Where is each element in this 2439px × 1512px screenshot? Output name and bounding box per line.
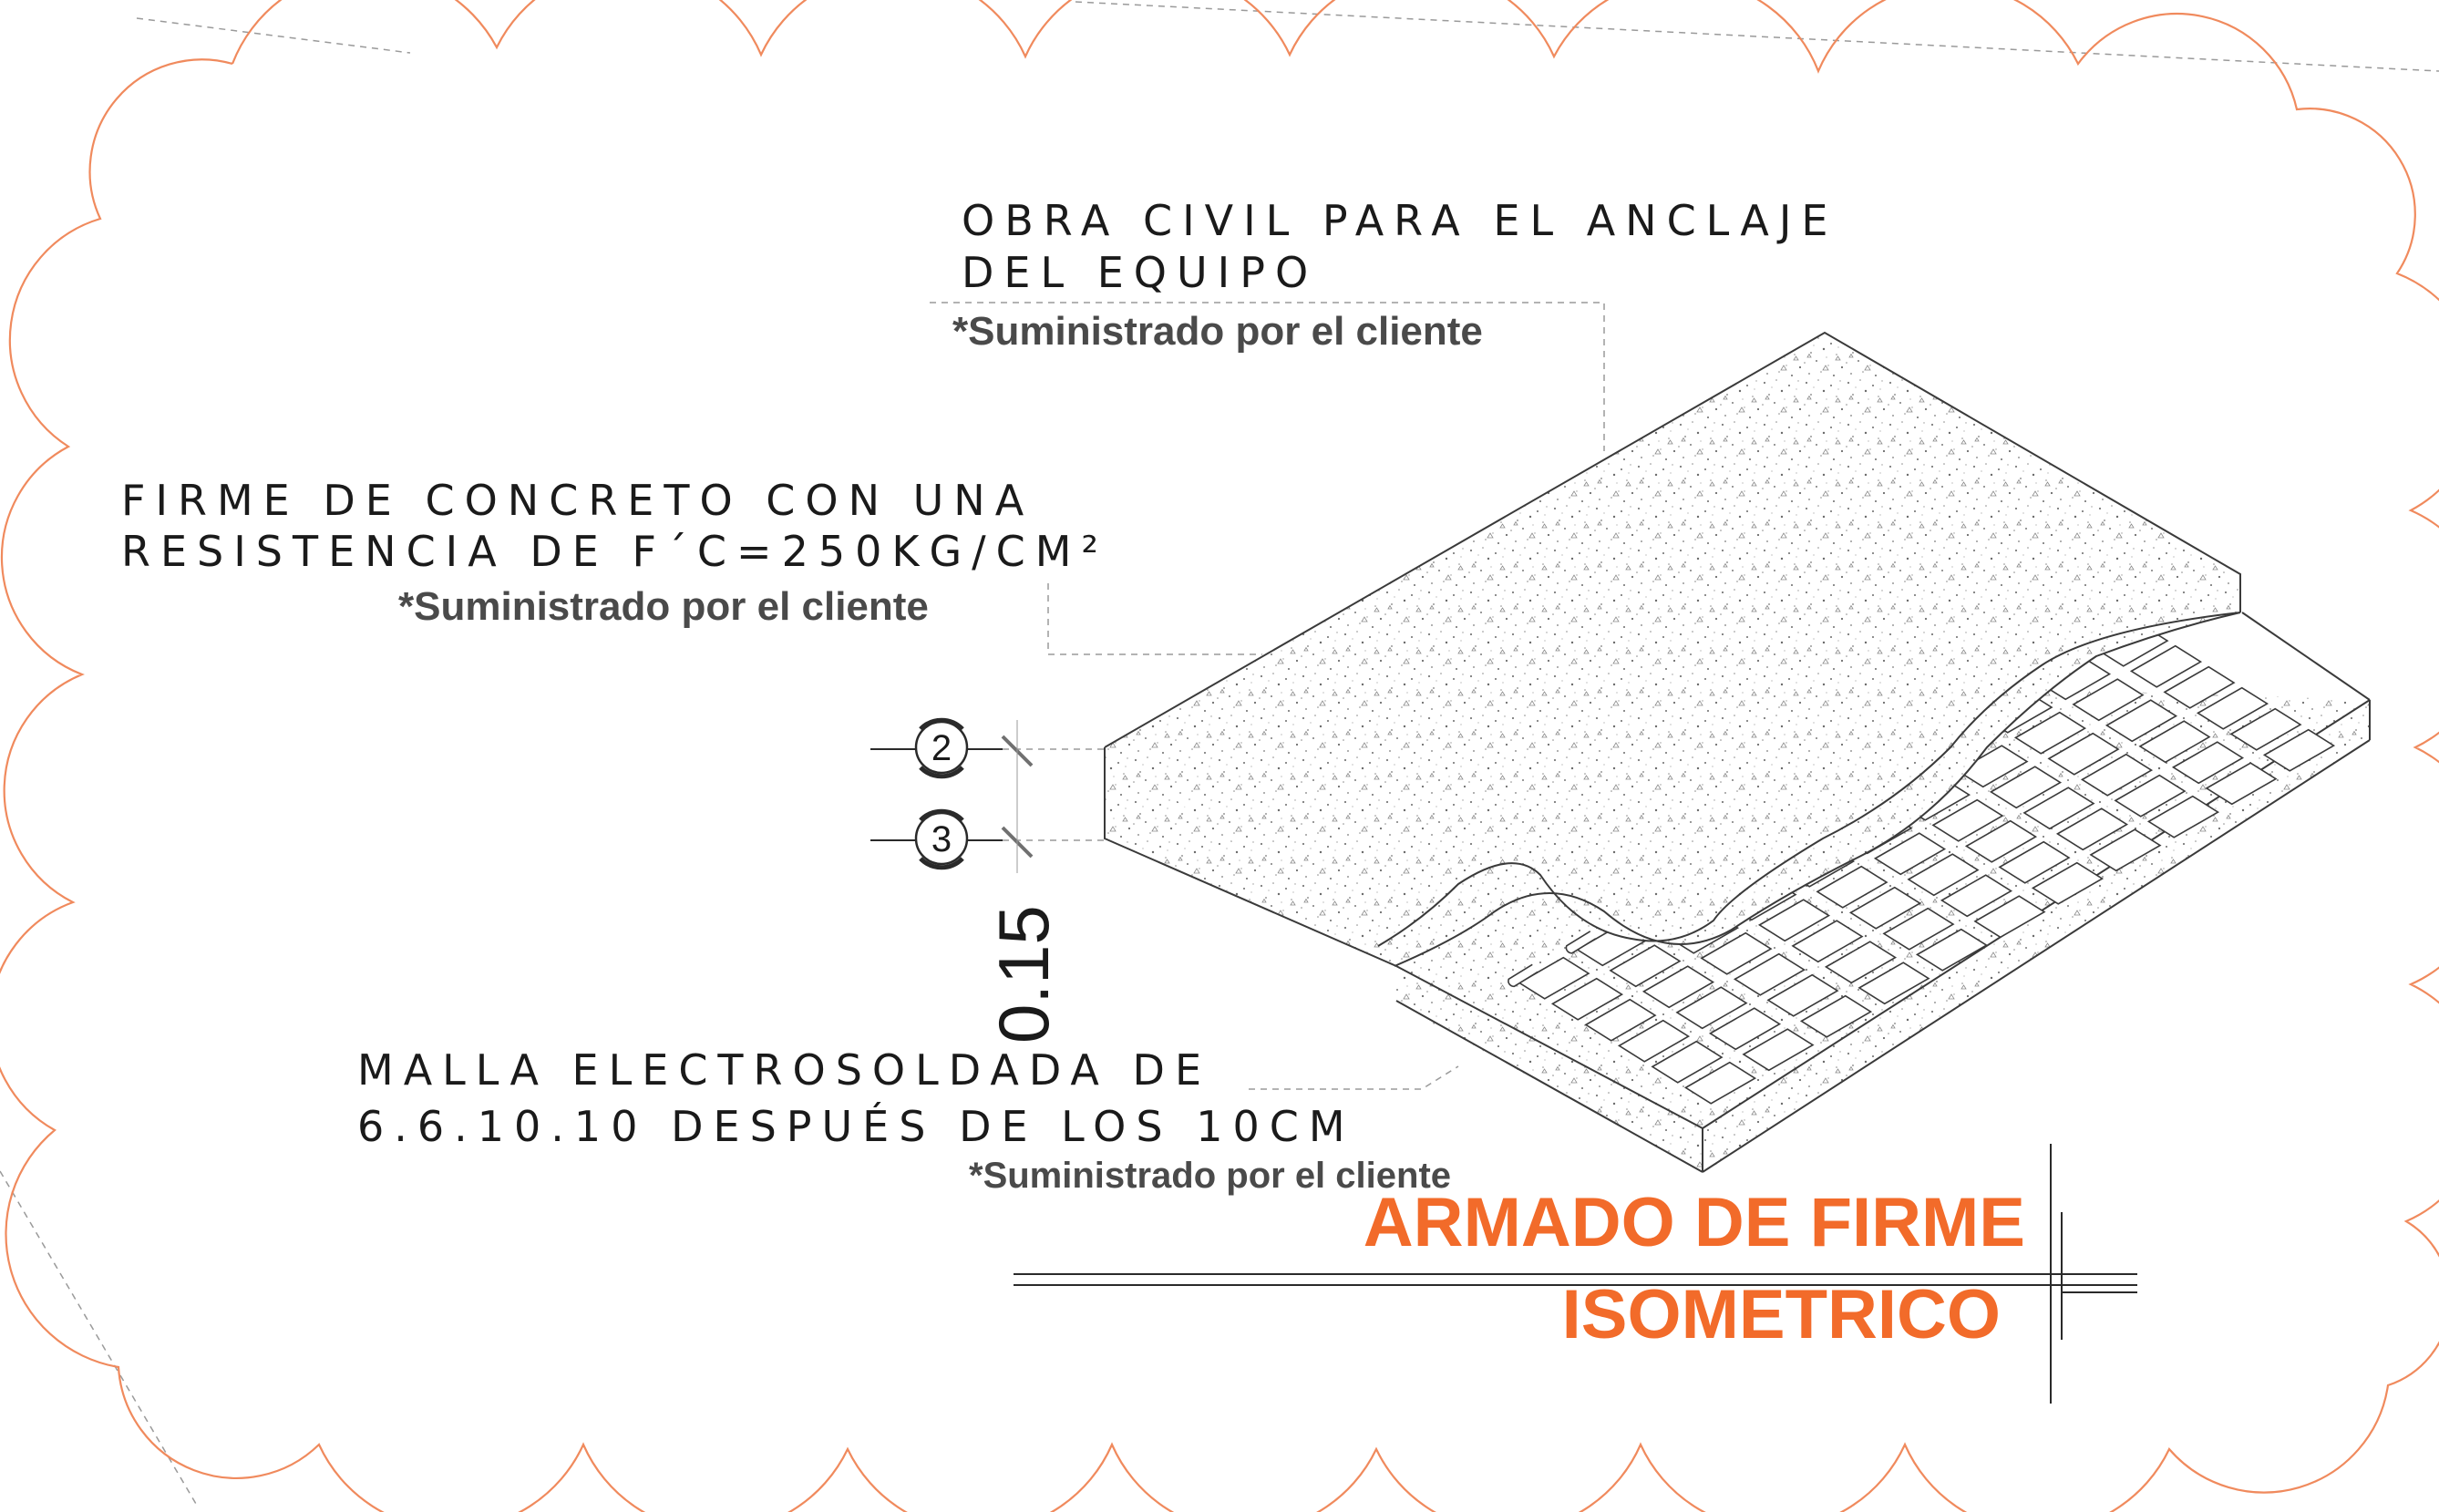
mesh-bar-end (1508, 963, 1539, 988)
concrete-slab-cut-line (1377, 612, 2241, 947)
mesh-cell (2129, 644, 2203, 688)
mesh-cell (2146, 795, 2220, 838)
mesh-cell (1584, 998, 1657, 1042)
mesh-cell (2262, 728, 2336, 772)
mesh-cell (1799, 994, 1873, 1038)
mesh-cell (1882, 907, 1955, 951)
mesh-cell (1873, 832, 1947, 876)
sheet-border-top-left (136, 17, 411, 54)
concrete-slab-cut-lower-line (1394, 612, 2241, 967)
concrete-slab-top-edges (1104, 331, 2241, 748)
mesh-cell (1609, 944, 1682, 988)
mesh-cell (2013, 711, 2087, 755)
section-marker-2: 2 (870, 717, 1003, 779)
mesh-cell (1641, 965, 1715, 1009)
mesh-cell (1816, 865, 1888, 909)
mesh-cell (2072, 678, 2145, 722)
mesh-cell (1757, 899, 1831, 942)
mesh-cell (1766, 973, 1839, 1017)
lower-slab-front-edge (1395, 965, 1703, 1129)
mesh-cell (1931, 798, 2004, 842)
sheet-border-bottom-left (0, 1170, 197, 1505)
mesh-cell (1940, 874, 2013, 918)
firme-note: *Suministrado por el cliente (398, 584, 929, 629)
mesh-cell (1791, 920, 1864, 963)
mesh-cell (2229, 707, 2302, 751)
mesh-cell (2114, 774, 2187, 818)
firme-label-line1: FIRME DE CONCRETO CON UNA (121, 476, 1034, 525)
mesh-cell (1675, 986, 1748, 1030)
mesh-cell (1550, 977, 1624, 1021)
mesh-cell (1858, 962, 1930, 1005)
obra-civil-label-line2: DEL EQUIPO (962, 248, 1318, 297)
mesh-cell (1956, 745, 2029, 788)
mesh-cell (1683, 1061, 1757, 1105)
thickness-dimension: 0.15 (983, 905, 1064, 1044)
mesh-cell (2171, 741, 2245, 785)
section-marker-3: 3 (870, 808, 1003, 870)
lower-slab-bottom-edge (1395, 1000, 1703, 1173)
mesh-cell (1964, 819, 2038, 863)
mesh-cell (2047, 732, 2120, 776)
firme-label-line2: RESISTENCIA DE F´C=250KG/CM² (121, 527, 1108, 576)
obra-civil-label-line1: OBRA CIVIL PARA EL ANCLAJE (962, 196, 1837, 245)
mesh-cell (1989, 766, 2063, 809)
drawing-subtitle: ISOMETRICO (1562, 1276, 2001, 1353)
mesh-cell (2196, 686, 2269, 730)
mesh-cell (2163, 665, 2236, 709)
mesh-cell (1848, 886, 1922, 930)
mesh-cell (1742, 1028, 1815, 1072)
mesh-cell (1907, 853, 1980, 897)
section-marker-2-number: 2 (931, 728, 952, 768)
mesh-cell (1915, 928, 1989, 972)
mesh-cell (1700, 931, 1773, 975)
malla-label-line2: 6.6.10.10 DESPUÉS DE LOS 10CM (357, 1102, 1355, 1151)
malla-note: *Suministrado por el cliente (969, 1156, 1451, 1196)
mesh-cell (2089, 828, 2162, 872)
mesh-cell (1733, 952, 1806, 996)
leader-malla (1249, 1065, 1459, 1090)
mesh-cell (2080, 753, 2154, 797)
section-marker-3-number: 3 (931, 819, 952, 859)
mesh-cell (2022, 787, 2095, 830)
concrete-slab-cut-face (1378, 574, 2240, 966)
mesh-cell (1708, 1007, 1782, 1051)
mesh-cell (1973, 895, 2046, 939)
malla-label-line1: MALLA ELECTROSOLDADA DE (357, 1045, 1211, 1095)
mesh-cell (2031, 861, 2105, 905)
concrete-slab-front-face (1105, 747, 1394, 966)
mesh-cell (2138, 720, 2211, 764)
sheet-border-top (1075, 1, 2439, 72)
lower-slab-back-edge (2241, 612, 2371, 701)
mesh-cell (2105, 699, 2178, 743)
mesh-cell (1824, 941, 1898, 984)
drawing-title: ARMADO DE FIRME (1364, 1184, 2025, 1261)
concrete-slab-top (1105, 333, 2240, 946)
concrete-slab-front-edges (1104, 747, 1397, 967)
leader-firme (1047, 583, 1262, 655)
obra-civil-note: *Suministrado por el cliente (952, 309, 1483, 354)
mesh-cell (2055, 807, 2129, 851)
mesh-cell (2205, 762, 2278, 806)
mesh-cell (1651, 1040, 1724, 1084)
mesh-cell (1518, 956, 1590, 1000)
leader-obra-civil (930, 302, 1605, 451)
mesh-cell (1998, 840, 2071, 884)
mesh-cell (1617, 1019, 1691, 1063)
mesh-bar-end (1565, 931, 1597, 954)
